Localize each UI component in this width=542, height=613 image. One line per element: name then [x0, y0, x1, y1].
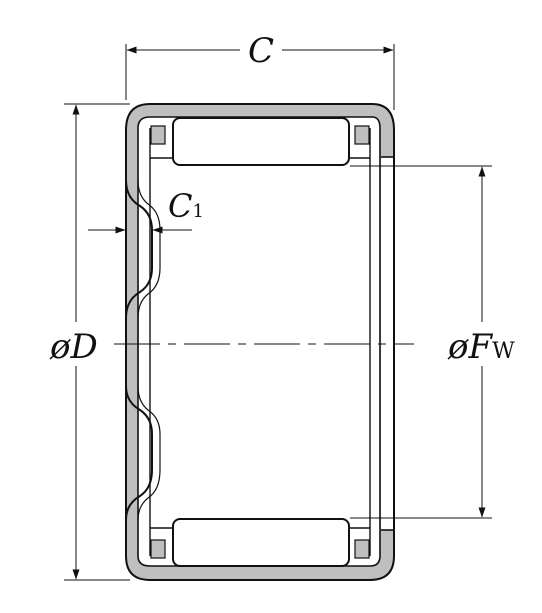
- cage-pocket-bottom-left: [150, 539, 166, 559]
- label-c1-subscript: 1: [192, 201, 204, 222]
- cage-pocket-bottom-right: [354, 539, 370, 559]
- cage-pocket-top-right: [354, 125, 370, 145]
- shell-open-end: [381, 157, 393, 530]
- label-fw-prefix: ø: [448, 327, 469, 367]
- label-outer-diameter-d: øD: [50, 330, 98, 364]
- label-shell-thickness-c1: C1: [168, 190, 204, 222]
- roller-bottom: [172, 518, 350, 567]
- outer-shell: [125, 103, 395, 581]
- roller-top: [172, 117, 350, 166]
- label-fw-subscript: W: [492, 339, 515, 364]
- label-c1-symbol: C: [168, 187, 193, 225]
- label-roller-bore-fw: øFW: [448, 330, 515, 364]
- label-d-prefix: ø: [50, 327, 71, 367]
- cage-pocket-top-left: [150, 125, 166, 145]
- label-d-symbol: D: [70, 327, 98, 367]
- shell-wave-profile: [125, 179, 161, 521]
- label-fw-symbol: F: [468, 327, 493, 367]
- shell-cavity: [137, 116, 381, 567]
- cage: [149, 125, 371, 559]
- dimension-fw: [350, 165, 492, 519]
- dimension-d: [64, 103, 130, 581]
- label-width-c: C: [248, 34, 274, 68]
- dimension-c: [125, 44, 395, 110]
- label-c-symbol: C: [248, 31, 275, 71]
